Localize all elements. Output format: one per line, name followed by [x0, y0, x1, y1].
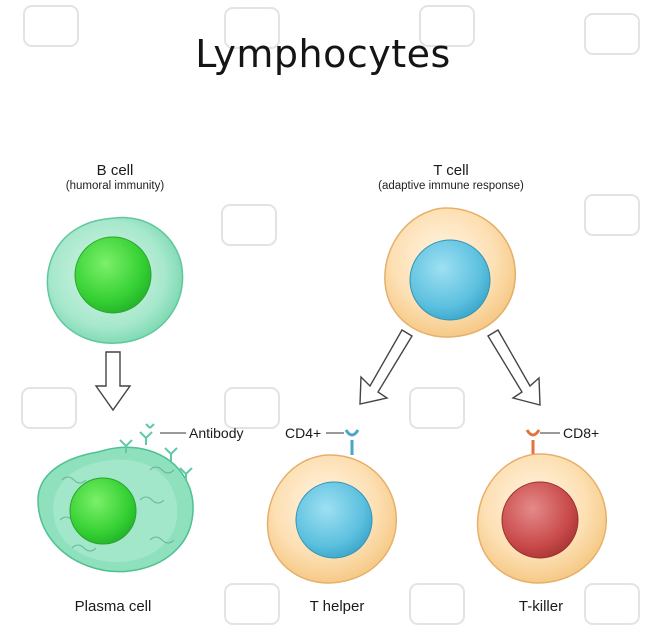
watermark-7	[22, 388, 76, 428]
b-cell-subtitle: (humoral immunity)	[42, 180, 188, 192]
plasma-cell-nucleus	[70, 478, 136, 544]
page-title: Lymphocytes	[0, 32, 646, 76]
t-cell-nucleus	[410, 240, 490, 320]
watermark-9	[410, 388, 464, 428]
cd4-receptor-icon	[346, 430, 358, 455]
t-helper-label: T helper	[282, 598, 392, 615]
b-cell-nucleus	[75, 237, 151, 313]
cd8-receptor-icon	[527, 430, 539, 454]
t-killer-graphic	[478, 430, 607, 583]
arrow-b-to-plasma	[96, 352, 130, 410]
cd8-label: CD8+	[563, 425, 599, 441]
t-cell-label: T cell	[396, 162, 506, 179]
watermark-6	[585, 195, 639, 235]
t-helper-graphic	[268, 430, 397, 583]
t-helper-nucleus	[296, 482, 372, 558]
arrow-t-to-killer	[488, 330, 540, 405]
watermark-5	[222, 205, 276, 245]
watermark-10	[225, 584, 279, 624]
b-cell-graphic	[47, 218, 182, 344]
plasma-cell-graphic	[38, 424, 193, 572]
plasma-cell-label: Plasma cell	[58, 598, 168, 615]
t-killer-nucleus	[502, 482, 578, 558]
watermark-8	[225, 388, 279, 428]
t-cell-subtitle: (adaptive immune response)	[355, 180, 547, 192]
watermark-11	[410, 584, 464, 624]
t-killer-label: T-killer	[486, 598, 596, 615]
arrow-t-to-helper	[360, 330, 412, 404]
b-cell-label: B cell	[60, 162, 170, 179]
antibody-label: Antibody	[189, 425, 243, 441]
cd4-label: CD4+	[285, 425, 321, 441]
t-cell-graphic	[385, 208, 515, 337]
